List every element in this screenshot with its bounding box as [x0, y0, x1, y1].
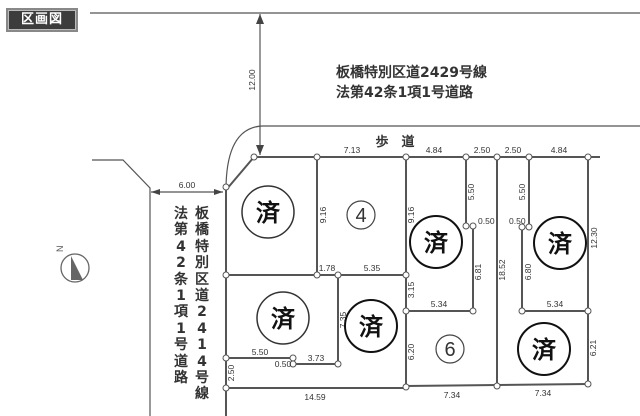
lot-mid-north-sold-badge[interactable]: 済: [409, 215, 463, 269]
svg-text:5.50: 5.50: [517, 183, 527, 200]
svg-text:済: 済: [271, 305, 296, 333]
lot-ne-sold-badge[interactable]: 済: [533, 216, 587, 270]
west-road-edge: [92, 159, 151, 416]
svg-text:7.34: 7.34: [444, 390, 461, 400]
north-road-width: 12.00: [247, 69, 257, 91]
svg-text:3.15: 3.15: [406, 281, 416, 298]
page-title: 区画図: [6, 8, 78, 32]
svg-text:6.81: 6.81: [473, 263, 483, 280]
svg-text:済: 済: [359, 313, 384, 341]
west-road-width: 6.00: [179, 180, 196, 190]
svg-text:14.59: 14.59: [304, 392, 326, 402]
lot-se-sold-badge[interactable]: 済: [517, 322, 571, 376]
svg-text:4.84: 4.84: [426, 145, 443, 155]
svg-text:済: 済: [424, 229, 449, 257]
svg-text:7.34: 7.34: [535, 388, 552, 398]
lot-center-south-sold-badge[interactable]: 済: [344, 299, 398, 353]
svg-text:1.78: 1.78: [319, 263, 336, 273]
boundary-markers: [222, 153, 592, 392]
svg-text:3.73: 3.73: [308, 353, 325, 363]
svg-text:済: 済: [532, 336, 557, 364]
sidewalk-label: 歩 道: [375, 134, 414, 150]
svg-text:5.34: 5.34: [547, 299, 564, 309]
svg-text:7.13: 7.13: [344, 145, 361, 155]
svg-text:18.52: 18.52: [497, 259, 507, 281]
dimension-labels: 7.13 4.84 2.50 2.50 4.84 9.16 9.16 1.78 …: [226, 145, 599, 402]
svg-text:0.50: 0.50: [509, 216, 526, 226]
svg-text:6.80: 6.80: [523, 263, 533, 280]
svg-text:9.16: 9.16: [406, 206, 416, 223]
svg-text:9.16: 9.16: [318, 206, 328, 223]
svg-text:2.50: 2.50: [505, 145, 522, 155]
north-road-class: 法第42条1項1号道路: [336, 85, 473, 101]
svg-text:5.50: 5.50: [252, 347, 269, 357]
svg-text:6.20: 6.20: [406, 343, 416, 360]
svg-text:5.35: 5.35: [364, 263, 381, 273]
svg-text:5.34: 5.34: [431, 299, 448, 309]
north-road-name: 板橋特別区道2429号線: [336, 65, 487, 81]
svg-text:N: N: [55, 246, 65, 253]
svg-text:4.84: 4.84: [551, 145, 568, 155]
lot-sw-sold-badge[interactable]: 済: [256, 291, 310, 345]
svg-text:0.50: 0.50: [478, 216, 495, 226]
west-road-name: 板橋特別区道2414号線: [195, 206, 209, 403]
svg-text:済: 済: [548, 230, 573, 258]
svg-text:6.21: 6.21: [588, 339, 598, 356]
svg-text:7.35: 7.35: [338, 311, 348, 328]
svg-text:2.50: 2.50: [474, 145, 491, 155]
svg-text:2.50: 2.50: [226, 364, 236, 381]
svg-text:5.50: 5.50: [466, 183, 476, 200]
lot-6-badge[interactable]: 6: [435, 334, 465, 364]
svg-text:4: 4: [355, 205, 366, 227]
lot-nw-sold-badge[interactable]: 済: [241, 185, 295, 239]
lot-4-badge[interactable]: 4: [346, 200, 376, 230]
north-compass-icon: N: [55, 246, 90, 283]
west-road-class: 法第42条1項1号道路: [174, 206, 188, 387]
svg-text:済: 済: [256, 199, 281, 227]
svg-text:12.30: 12.30: [589, 227, 599, 249]
svg-text:0.50: 0.50: [275, 359, 292, 369]
svg-text:6: 6: [444, 339, 455, 361]
sidewalk-edge: [225, 125, 640, 191]
